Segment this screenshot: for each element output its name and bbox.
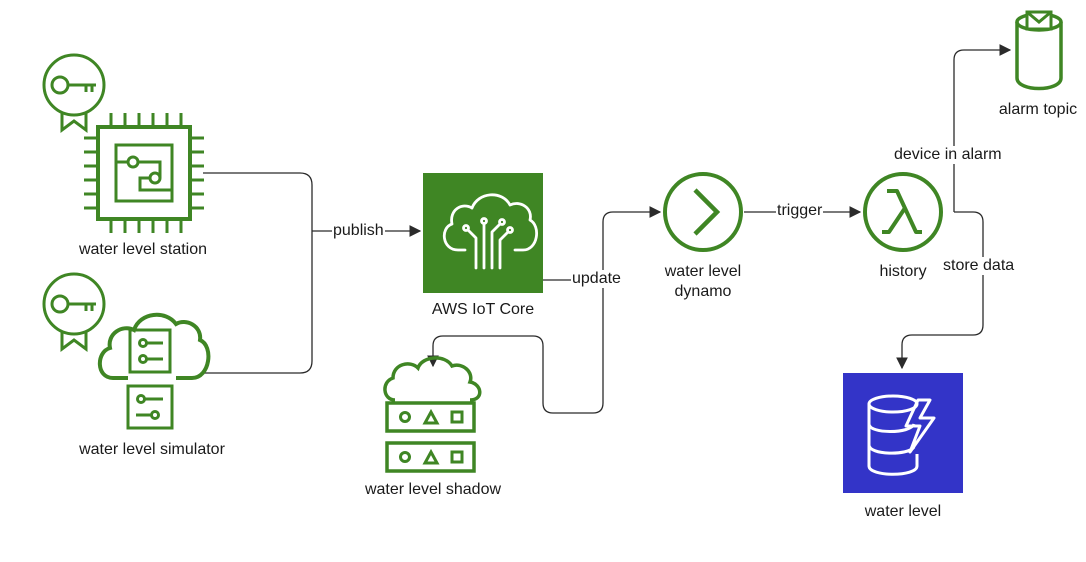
- lambda-icon: [863, 172, 943, 252]
- edge-update-shadow: [427, 280, 604, 414]
- iot-core-label: AWS IoT Core: [431, 301, 535, 318]
- edge-simulator-to-iot: [203, 231, 313, 374]
- dynamodb-label: water level: [864, 503, 942, 520]
- history-label: history: [879, 263, 927, 280]
- dynamodb-icon: [843, 373, 963, 493]
- edge-store-data: [896, 211, 984, 370]
- iot-core-icon: [423, 173, 543, 293]
- iot-rule-icon: [663, 172, 743, 252]
- edge-device-in-alarm: [953, 44, 1012, 212]
- station-label: water level station: [78, 241, 208, 258]
- certificate-key-icon: [42, 53, 106, 133]
- device-shadow-icon: [383, 356, 482, 473]
- edge-label-publish: publish: [332, 222, 385, 240]
- shadow-label: water level shadow: [364, 481, 502, 498]
- dynamo-rule-label: water level dynamo: [664, 263, 742, 300]
- edge-label-trigger: trigger: [776, 202, 824, 220]
- edge-station-to-iot: [203, 172, 313, 231]
- cloud-simulator-icon: [97, 313, 211, 430]
- simulator-label: water level simulator: [79, 441, 225, 458]
- alarm-topic-label: alarm topic: [998, 101, 1078, 118]
- microcontroller-icon: [84, 113, 204, 233]
- sns-topic-icon: [1015, 10, 1063, 91]
- edge-label-device-in-alarm: device in alarm: [893, 146, 1003, 164]
- edge-label-update: update: [571, 270, 622, 288]
- edge-label-store-data: store data: [942, 257, 1016, 275]
- edge-update-rule: [543, 206, 662, 281]
- certificate-key-icon: [42, 272, 106, 352]
